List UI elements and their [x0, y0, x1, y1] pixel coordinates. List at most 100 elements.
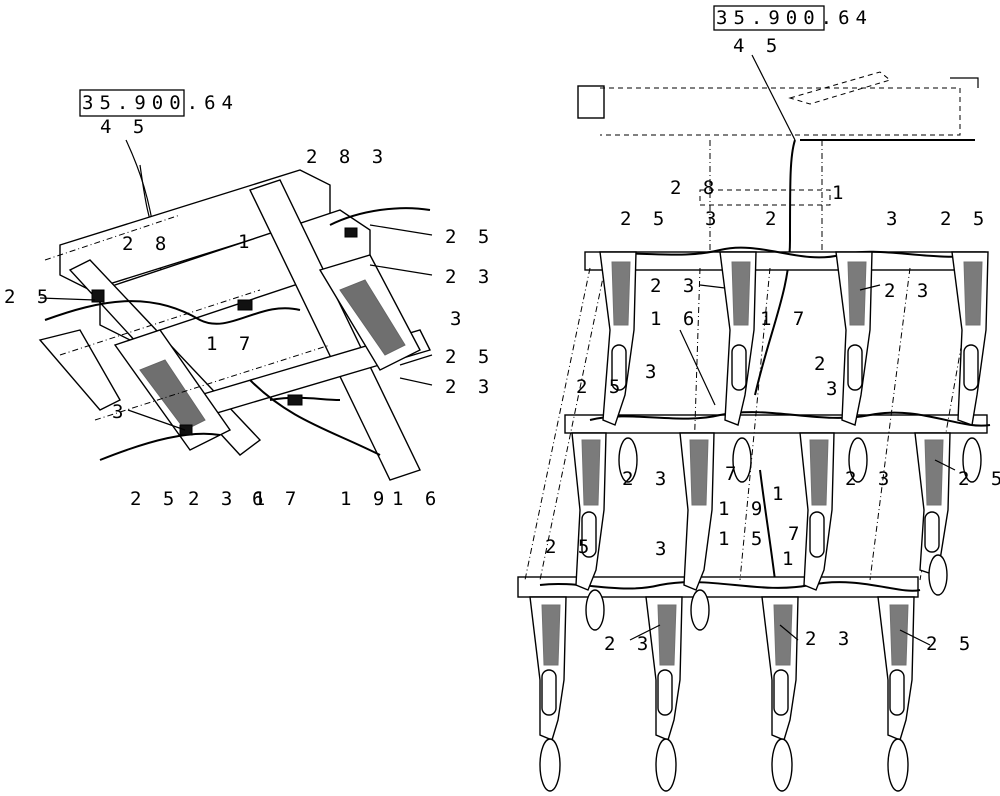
label-25a-left[interactable]: 2 5 — [445, 226, 494, 248]
label-25b-right[interactable]: 2 5 — [940, 208, 989, 230]
leader-23f-right — [779, 624, 799, 641]
right-ref-box-frame — [713, 5, 825, 31]
label-2a-right[interactable]: 2 — [765, 208, 781, 230]
leader-23a — [369, 264, 433, 276]
label-3c-right[interactable]: 3 — [645, 361, 661, 383]
label-28-right[interactable]: 2 8 — [670, 177, 719, 199]
wheel-m4 — [928, 554, 948, 596]
middle-hose — [589, 411, 991, 427]
label-23b-right[interactable]: 2 3 — [884, 280, 933, 302]
label-3a-left[interactable]: 3 — [450, 308, 466, 330]
wheel-r4 — [887, 738, 909, 792]
label-3e-right[interactable]: 3 — [655, 538, 671, 560]
wheel-r1 — [539, 738, 561, 792]
hitch-clevis — [577, 85, 605, 119]
frame-dash-2 — [539, 267, 606, 581]
hose-to-rear — [759, 469, 776, 581]
label-15-right[interactable]: 1 5 — [718, 528, 767, 550]
label-16-left[interactable]: 1 6 — [392, 488, 441, 510]
row-unit-f3-pattern — [847, 261, 867, 326]
label-25f-right[interactable]: 2 5 — [926, 633, 975, 655]
clamp-1 — [237, 299, 253, 311]
frame-dash-4 — [739, 267, 771, 581]
row-unit-r4-slot — [889, 669, 905, 716]
label-25e-right[interactable]: 2 5 — [545, 536, 594, 558]
row-unit-m2-pattern — [689, 439, 709, 506]
row-unit-f1-slot — [611, 344, 627, 391]
label-283-left[interactable]: 2 8 3 — [306, 146, 388, 168]
label-3a-right[interactable]: 3 — [705, 208, 721, 230]
main-hose — [754, 139, 796, 396]
label-1c-right[interactable]: 1 — [782, 548, 798, 570]
clamp-3 — [344, 227, 358, 238]
hose-25-left — [44, 300, 301, 325]
label-19-right[interactable]: 1 9 — [718, 498, 767, 520]
label-28-left[interactable]: 2 8 — [122, 233, 171, 255]
row-unit-m3-pattern — [809, 439, 829, 506]
label-23c-right[interactable]: 2 3 — [622, 468, 671, 490]
label-23a-left[interactable]: 2 3 — [445, 266, 494, 288]
label-3b-right[interactable]: 3 — [886, 208, 902, 230]
rear-hose — [539, 581, 921, 592]
wheel-rear-b — [585, 589, 605, 631]
label-17-left[interactable]: 1 7 — [206, 333, 255, 355]
leader-25d-right — [934, 459, 956, 471]
row-unit-r3-slot — [773, 669, 789, 716]
label-1b-right[interactable]: 1 — [772, 483, 788, 505]
row-unit-r4-pattern — [889, 604, 909, 666]
right-ref-box-text[interactable]: 35.900.64 — [716, 7, 873, 29]
frame-dash-5 — [869, 267, 911, 581]
middle-toolbar — [564, 414, 988, 434]
label-7b-right[interactable]: 7 — [788, 523, 804, 545]
leader-25f-right — [899, 629, 931, 646]
wheel-r3 — [771, 738, 793, 792]
label-19-left[interactable]: 1 9 — [340, 488, 389, 510]
label-67-left[interactable]: 6 7 — [252, 488, 301, 510]
row-unit-left-b-pattern — [339, 279, 406, 356]
wheel-mid-3 — [848, 437, 868, 483]
left-ref-box-text[interactable]: 35.900.64 — [82, 92, 239, 114]
leader-23a-right — [699, 284, 726, 289]
middle-row-units — [571, 432, 951, 596]
label-45-right[interactable]: 4 5 — [733, 35, 782, 57]
label-25c-right[interactable]: 2 5 — [576, 376, 625, 398]
row-unit-r1-slot — [541, 669, 557, 716]
right-top-view: 35.900.64 — [517, 5, 1000, 792]
label-2b-right[interactable]: 2 — [814, 353, 830, 375]
label-1a-right[interactable]: 1 — [832, 182, 848, 204]
label-25a-right[interactable]: 2 5 — [620, 208, 669, 230]
leader-16-right — [679, 329, 716, 406]
left-isometric-view: 35.900.64 — [4, 89, 494, 510]
row-unit-m1-pattern — [581, 439, 601, 506]
hose-center — [249, 379, 381, 456]
hose-67 — [269, 396, 341, 401]
label-3b-left[interactable]: 3 — [112, 401, 128, 423]
row-unit-m3-slot — [809, 511, 825, 558]
clamp-67 — [287, 394, 303, 406]
mast — [699, 189, 831, 206]
label-23d-right[interactable]: 2 3 — [845, 468, 894, 490]
label-231-left[interactable]: 2 3 1 — [188, 488, 270, 510]
label-25c-left[interactable]: 2 5 — [445, 346, 494, 368]
hose-top-right — [329, 207, 431, 226]
label-3d-right[interactable]: 3 — [826, 378, 842, 400]
label-25d-right[interactable]: 2 5 — [958, 468, 1000, 490]
row-unit-m1-slot — [581, 511, 597, 558]
label-16-right[interactable]: 1 6 — [650, 308, 699, 330]
clamp-25 — [91, 289, 105, 303]
label-23a-right[interactable]: 2 3 — [650, 275, 699, 297]
label-45-left[interactable]: 4 5 — [100, 116, 149, 138]
label-25d-left[interactable]: 2 5 — [130, 488, 179, 510]
label-25b-left[interactable]: 2 5 — [4, 286, 53, 308]
label-1-left[interactable]: 1 — [238, 231, 254, 253]
left-dash-2 — [59, 289, 261, 356]
leader-3b — [127, 409, 186, 431]
label-17-right[interactable]: 1 7 — [760, 308, 809, 330]
label-23f-right[interactable]: 2 3 — [805, 628, 854, 650]
label-23b-left[interactable]: 2 3 — [445, 376, 494, 398]
row-unit-r1-pattern — [541, 604, 561, 666]
label-23e-right[interactable]: 2 3 — [604, 633, 653, 655]
middle-gauge-wheels — [585, 437, 982, 631]
row-unit-f1-pattern — [611, 261, 631, 326]
label-7a-right[interactable]: 7 — [725, 463, 741, 485]
